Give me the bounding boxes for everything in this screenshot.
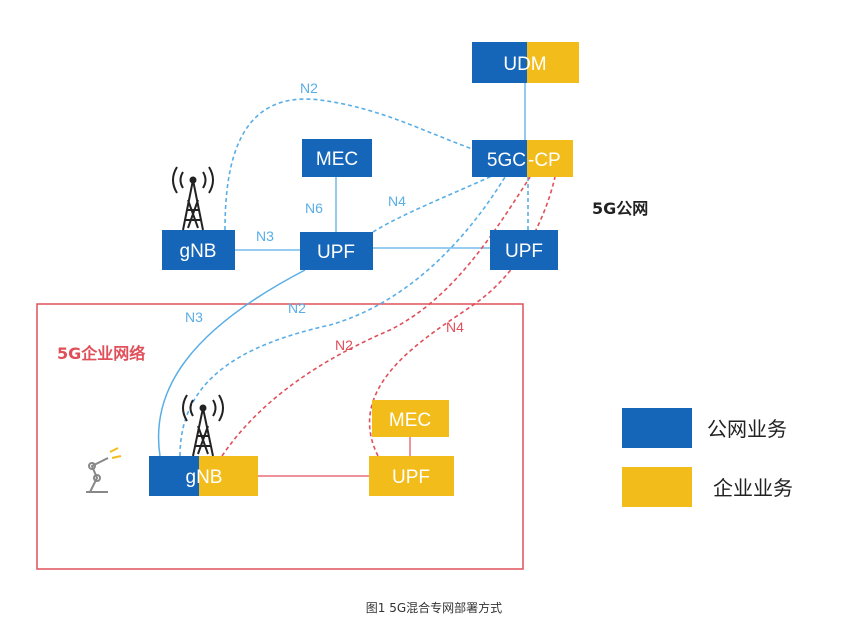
figure-caption: 图1 5G混合专网部署方式 xyxy=(366,600,502,615)
5gc-cp-label-left: 5GC xyxy=(487,150,526,171)
robot-arm-icon xyxy=(86,447,122,493)
link-enterprise-gnb-upf-n3 xyxy=(157,269,306,457)
enterprise-upf-node: UPF xyxy=(369,456,454,496)
n2-blue-label: N2 xyxy=(288,300,306,316)
n3-top-label: N3 xyxy=(256,228,274,244)
enterprise-network-region xyxy=(36,303,524,570)
center-upf-node: UPF xyxy=(300,232,373,270)
enterprise-upf-label: UPF xyxy=(392,467,430,488)
public-network-label: 5G公网 xyxy=(592,199,648,218)
5gc-cp-node: 5GC -CP xyxy=(472,140,573,177)
legend: 公网业务 企业业务 xyxy=(622,408,793,507)
enterprise-gnb-label: gNB xyxy=(186,467,223,488)
n2-red-label: N2 xyxy=(335,337,353,353)
n3-left-label: N3 xyxy=(185,309,203,325)
public-mec-node: MEC xyxy=(302,139,372,177)
link-n2-enterprise-blue xyxy=(179,176,506,457)
legend-enterprise-swatch xyxy=(622,467,692,507)
enterprise-gnb-node: gNB xyxy=(149,456,258,496)
link-n4-enterprise-red xyxy=(369,176,556,457)
n4-red-label: N4 xyxy=(446,319,464,335)
right-upf-label: UPF xyxy=(505,241,543,262)
legend-public-label: 公网业务 xyxy=(707,417,787,441)
enterprise-mec-node: MEC xyxy=(372,400,449,437)
link-n2-public xyxy=(224,98,476,231)
n6-label: N6 xyxy=(305,200,323,216)
public-tower-icon xyxy=(172,166,214,231)
center-upf-label: UPF xyxy=(317,242,355,263)
link-n4-public xyxy=(372,175,493,233)
public-gnb-node: gNB xyxy=(162,230,235,270)
enterprise-network-label: 5G企业网络 xyxy=(57,344,145,363)
legend-enterprise-label: 企业业务 xyxy=(713,476,793,500)
n4-top-label: N4 xyxy=(388,193,406,209)
udm-label: UDM xyxy=(503,54,546,75)
public-mec-label: MEC xyxy=(316,149,358,170)
link-n2-enterprise-red xyxy=(221,176,531,457)
5gc-cp-label-right: -CP xyxy=(528,150,561,171)
n2-top-label: N2 xyxy=(300,80,318,96)
public-gnb-label: gNB xyxy=(180,241,217,262)
enterprise-tower-icon xyxy=(182,394,224,457)
udm-node: UDM xyxy=(472,42,579,83)
enterprise-mec-label: MEC xyxy=(389,410,431,431)
right-upf-node: UPF xyxy=(490,230,558,270)
legend-public-swatch xyxy=(622,408,692,448)
